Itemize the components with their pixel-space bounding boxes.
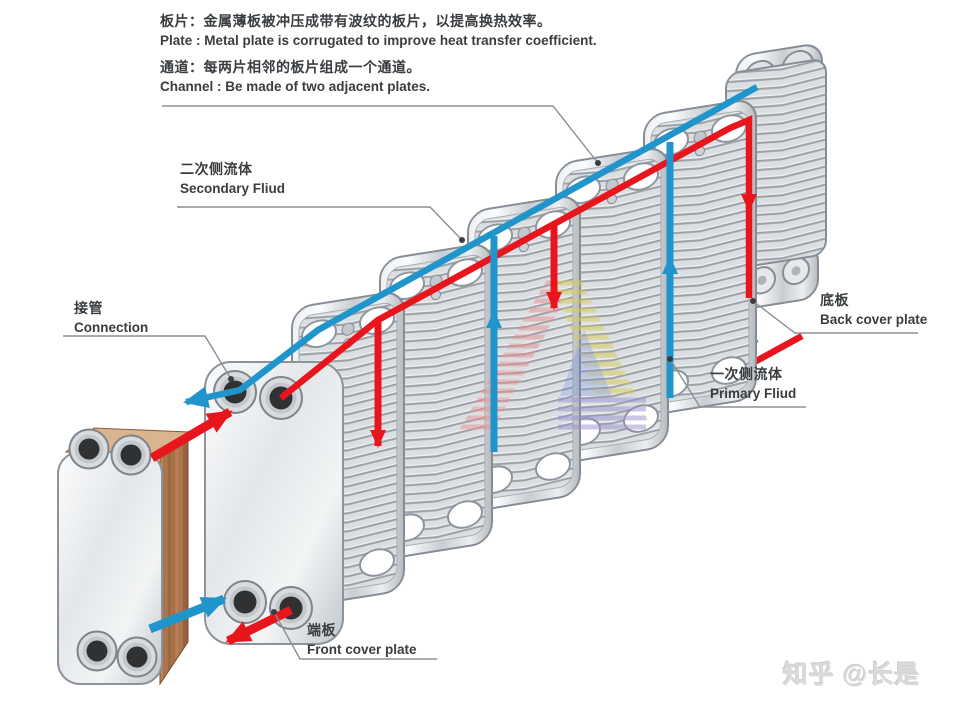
callout-secondary-fluid-en: Secondary Fliud [180, 180, 286, 196]
callout-connection-en: Connection [74, 319, 149, 335]
note-plate: 板片：金属薄板被冲压成带有波纹的板片，以提高换热效率。 Plate : Meta… [160, 12, 597, 50]
leader-dots [228, 160, 756, 615]
assembled-front-face [57, 451, 163, 685]
assembled-heat-exchanger [57, 427, 190, 686]
callout-primary-fluid-en: Primary Fliud [710, 385, 797, 401]
leader-lines [63, 105, 918, 660]
note-channel-en: Channel : Be made of two adjacent plates… [160, 78, 431, 94]
note-channel: 通道：每两片相邻的板片组成一个通道。 Channel : Be made of … [160, 58, 430, 96]
callout-primary-fluid-cn: 一次侧流体 [710, 366, 783, 382]
callout-back-cover-plate-en: Back cover plate [820, 311, 928, 327]
note-plate-cn: 板片：金属薄板被冲压成带有波纹的板片，以提高换热效率。 [160, 13, 552, 29]
callout-connection: 接管 Connection [74, 299, 148, 337]
callout-front-cover-plate-cn: 端板 [307, 622, 336, 638]
secondary-top-line [183, 84, 759, 408]
front-cover-plate-graphic [204, 361, 344, 645]
assembled-port-rings [68, 428, 158, 678]
note-channel-cn: 通道：每两片相邻的板片组成一个通道。 [160, 59, 421, 75]
leader-back-cover [752, 300, 918, 334]
callout-primary-fluid: 一次侧流体 Primary Fliud [710, 365, 796, 403]
primary-top-line [278, 115, 757, 401]
leader-primary [669, 358, 806, 408]
secondary-flow-arrows [148, 84, 759, 634]
callout-front-cover-plate: 端板 Front cover plate [307, 621, 417, 659]
site-watermark: 知乎 @长是 [783, 661, 921, 689]
leader-connection [63, 335, 232, 380]
primary-flow-arrows [149, 115, 757, 646]
primary-inlet-arrow [149, 408, 233, 462]
leader-secondary [177, 206, 463, 241]
note-plate-en: Plate : Metal plate is corrugated to imp… [160, 32, 597, 48]
callout-front-cover-plate-en: Front cover plate [307, 641, 417, 657]
callout-back-cover-plate-cn: 底板 [820, 292, 849, 308]
callout-back-cover-plate: 底板 Back cover plate [820, 291, 927, 329]
callout-secondary-fluid: 二次侧流体 Secondary Fliud [180, 160, 285, 198]
callout-secondary-fluid-cn: 二次侧流体 [180, 161, 253, 177]
leader-front-cover [273, 611, 437, 660]
secondary-inlet-arrow [148, 594, 227, 634]
watermark-logo [458, 278, 648, 432]
callout-connection-cn: 接管 [74, 300, 103, 316]
leader-channel [162, 105, 599, 164]
primary-outlet-arrow [225, 605, 293, 646]
